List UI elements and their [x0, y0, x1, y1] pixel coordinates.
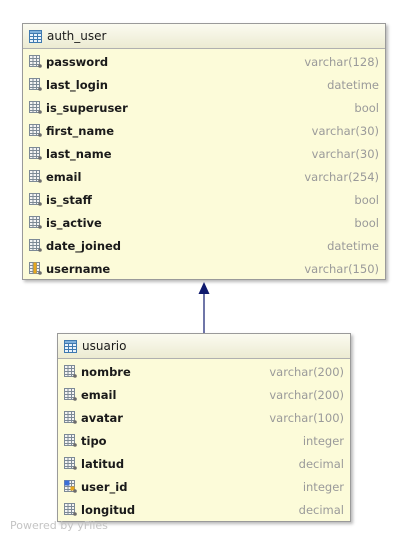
column-row[interactable]: last_login datetime: [23, 73, 385, 96]
column-icon: [64, 434, 77, 447]
column-type: bool: [354, 215, 379, 230]
column-name: last_name: [46, 146, 112, 161]
column-type: bool: [354, 192, 379, 207]
table-usuario[interactable]: usuario nombre varchar(200) email varchar(2…: [57, 333, 351, 522]
table-header: usuario: [58, 334, 350, 359]
column-row[interactable]: is_staff bool: [23, 188, 385, 211]
column-name: is_staff: [46, 192, 92, 207]
unique-column-icon: [29, 262, 42, 275]
column-type: datetime: [327, 77, 379, 92]
table-header: auth_user: [23, 24, 385, 49]
column-name: is_active: [46, 215, 102, 230]
column-row[interactable]: password varchar(128): [23, 50, 385, 73]
column-icon: [29, 239, 42, 252]
column-name: password: [46, 54, 109, 69]
column-type: varchar(200): [269, 387, 344, 402]
column-row[interactable]: is_active bool: [23, 211, 385, 234]
column-row[interactable]: user_id integer: [58, 475, 350, 498]
column-row[interactable]: is_superuser bool: [23, 96, 385, 119]
column-type: varchar(128): [304, 54, 379, 69]
column-type: varchar(254): [304, 169, 379, 184]
watermark: Powered by yFiles: [10, 519, 108, 532]
column-type: varchar(100): [269, 410, 344, 425]
column-row[interactable]: latitud decimal: [58, 452, 350, 475]
column-list: nombre varchar(200) email varchar(200) avata…: [58, 359, 350, 521]
column-type: decimal: [298, 502, 344, 517]
table-icon: [29, 29, 42, 43]
column-icon: [64, 388, 77, 401]
column-name: latitud: [81, 456, 125, 471]
column-icon: [64, 365, 77, 378]
column-type: varchar(150): [304, 261, 379, 276]
column-name: email: [81, 387, 117, 402]
column-name: email: [46, 169, 82, 184]
column-name: first_name: [46, 123, 115, 138]
column-type: varchar(200): [269, 364, 344, 379]
column-row[interactable]: nombre varchar(200): [58, 360, 350, 383]
column-row[interactable]: email varchar(200): [58, 383, 350, 406]
table-name: usuario: [82, 339, 127, 353]
column-row[interactable]: first_name varchar(30): [23, 119, 385, 142]
table-icon: [64, 339, 77, 353]
column-row[interactable]: tipo integer: [58, 429, 350, 452]
column-icon: [29, 147, 42, 160]
column-type: integer: [302, 433, 344, 448]
table-auth-user[interactable]: auth_user password varchar(128) last_login…: [22, 23, 386, 280]
column-type: decimal: [298, 456, 344, 471]
column-row[interactable]: avatar varchar(100): [58, 406, 350, 429]
column-name: nombre: [81, 364, 131, 379]
column-type: bool: [354, 100, 379, 115]
column-icon: [29, 170, 42, 183]
column-name: longitud: [81, 502, 136, 517]
column-icon: [64, 457, 77, 470]
column-row[interactable]: username varchar(150): [23, 257, 385, 280]
column-row[interactable]: date_joined datetime: [23, 234, 385, 257]
column-icon: [29, 124, 42, 137]
column-icon: [64, 503, 77, 516]
column-list: password varchar(128) last_login datetime is…: [23, 49, 385, 280]
column-name: tipo: [81, 433, 107, 448]
table-name: auth_user: [47, 29, 107, 43]
column-icon: [29, 216, 42, 229]
column-name: user_id: [81, 479, 128, 494]
column-name: avatar: [81, 410, 123, 425]
column-row[interactable]: last_name varchar(30): [23, 142, 385, 165]
column-name: last_login: [46, 77, 108, 92]
column-icon: [29, 101, 42, 114]
column-icon: [29, 78, 42, 91]
column-icon: [29, 55, 42, 68]
column-type: integer: [302, 479, 344, 494]
column-icon: [29, 193, 42, 206]
relationship-arrowhead: [198, 282, 210, 294]
foreign-key-column-icon: [64, 480, 77, 493]
column-row[interactable]: longitud decimal: [58, 498, 350, 521]
column-type: varchar(30): [311, 146, 379, 161]
column-name: is_superuser: [46, 100, 128, 115]
column-name: date_joined: [46, 238, 122, 253]
column-type: varchar(30): [311, 123, 379, 138]
column-name: username: [46, 261, 111, 276]
column-row[interactable]: email varchar(254): [23, 165, 385, 188]
column-type: datetime: [327, 238, 379, 253]
column-icon: [64, 411, 77, 424]
